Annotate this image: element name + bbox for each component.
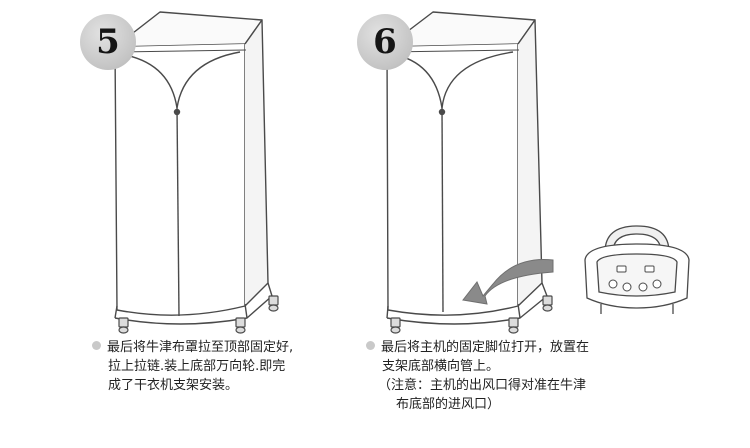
step-5-panel: 5 最后将牛津布罩拉至顶部固定好, 拉上拉链.装上底部万向轮.即完 成了干衣机支… xyxy=(80,11,342,395)
step-number-badge: 5 xyxy=(80,14,136,70)
step-6-caption: 最后将主机的固定脚位打开，放置在 支架底部横向管上。 （注意：主机的出风口得对准… xyxy=(366,338,656,414)
curved-arrow-left-icon xyxy=(462,259,554,305)
step-number: 5 xyxy=(96,22,120,62)
note-line: （注意：主机的出风口得对准在牛津 xyxy=(378,378,587,393)
note-line: 布底部的进风口） xyxy=(396,397,501,412)
step-number: 6 xyxy=(373,22,397,62)
step-6-panel: 6 最后将主机的固定脚位打开，放置在 支架底部横向管上。 （注意：主机的出风口得… xyxy=(357,0,750,448)
dryer-rack-icon xyxy=(386,11,553,334)
heater-unit-icon xyxy=(584,225,690,314)
step-5-caption: 最后将牛津布罩拉至顶部固定好, 拉上拉链.装上底部万向轮.即完 成了干衣机支架安… xyxy=(92,338,342,395)
caption-line: 拉上拉链.装上底部万向轮.即完 xyxy=(108,359,286,374)
caption-line: 支架底部横向管上。 xyxy=(382,359,500,374)
caption-line: 最后将牛津布罩拉至顶部固定好, xyxy=(92,338,342,357)
step-number-badge: 6 xyxy=(357,14,413,70)
dryer-rack-icon xyxy=(114,11,279,334)
bullet-icon xyxy=(366,341,375,350)
bullet-icon xyxy=(92,341,101,350)
caption-line: 成了干衣机支架安装。 xyxy=(108,378,239,393)
caption-line: 最后将主机的固定脚位打开，放置在 xyxy=(366,338,656,357)
